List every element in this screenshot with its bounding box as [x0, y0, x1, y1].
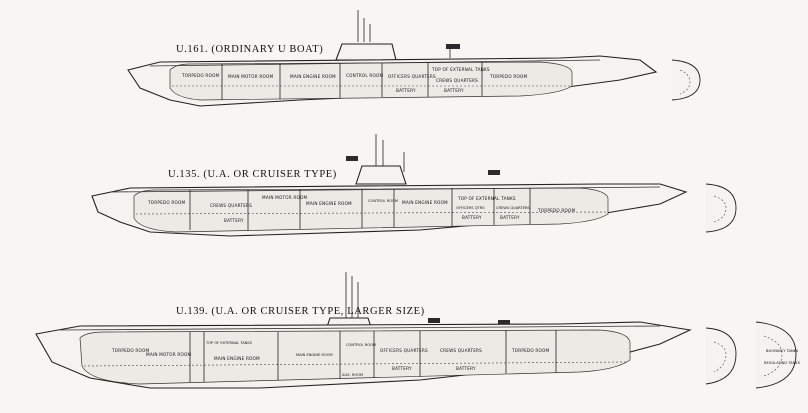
- label-crews-quarters: CREWS QUARTERS: [496, 206, 530, 210]
- label-crews-quarters: CREWS QUARTERS: [210, 203, 252, 208]
- label-torpedo-room: TORPEDO ROOM: [111, 348, 149, 353]
- cross-section: [671, 59, 701, 101]
- label-battery: BATTERY: [224, 218, 244, 223]
- cross-section: [705, 183, 737, 233]
- label-torpedo-room-aft: TORPEDO ROOM: [489, 74, 527, 79]
- label-officers-quarters: OFFICERS QUARTERS: [380, 348, 428, 353]
- label-torpedo-room-aft: TORPEDO ROOM: [511, 348, 549, 353]
- deck-line: [149, 59, 601, 67]
- label-torpedo-room: TORPEDO ROOM: [147, 200, 185, 205]
- pressure-hull: [133, 187, 609, 233]
- label-battery: BATTERY: [392, 366, 412, 371]
- deck-line: [109, 186, 661, 193]
- label-battery: BATTERY: [444, 88, 464, 93]
- deck-gun: [498, 320, 510, 325]
- label-aux-room: AUX. ROOM: [342, 373, 363, 377]
- cross-section-inner: [679, 69, 691, 95]
- label-battery: BATTERY: [462, 215, 482, 220]
- label-torpedo-room: TORPEDO ROOM: [181, 73, 219, 78]
- label-control-room: CONTROL ROOM: [346, 343, 376, 347]
- label-crews-quarters: CREWS QUARTERS: [436, 78, 478, 83]
- deck-line: [59, 325, 661, 331]
- cross-section-inner: [713, 341, 727, 373]
- cross-section-inner: [763, 335, 783, 377]
- label-officers-quarters: OFFICERS QTRS: [456, 206, 485, 210]
- label-regulating-tanks: REGULATING TANKS: [764, 361, 801, 365]
- boat-u135: U.135. (U.A. OR CRUISER TYPE) TORPEDO RO…: [91, 134, 737, 237]
- deck-gun: [446, 44, 460, 49]
- pressure-hull: [169, 61, 573, 101]
- label-main-engine-room: MAIN ENGINE ROOM: [402, 200, 448, 205]
- label-main-motor-room: MAIN MOTOR ROOM: [262, 195, 307, 200]
- conning-tower: [335, 43, 397, 61]
- boat-u139-title: U.139. (U.A. OR CRUISER TYPE, LARGER SIZ…: [176, 306, 425, 317]
- label-battery: BATTERY: [396, 88, 416, 93]
- label-control-room: CONTROL ROOM: [368, 199, 398, 203]
- pressure-hull: [79, 329, 631, 385]
- deck-gun: [346, 156, 358, 161]
- boat-u135-title: U.135. (U.A. OR CRUISER TYPE): [168, 169, 337, 180]
- deck-gun: [428, 318, 440, 323]
- deck-gun: [488, 170, 500, 175]
- label-top-of-external-tanks: TOP OF EXTERNAL TANKS: [431, 67, 490, 72]
- label-main-engine-room: MAIN ENGINE ROOM: [306, 201, 352, 206]
- boat-u161-title: U.161. (ORDINARY U BOAT): [176, 44, 323, 55]
- label-main-engine-room: MAIN ENGINE ROOM: [290, 74, 336, 79]
- conning-tower: [355, 165, 407, 185]
- label-main-engine-room: MAIN ENGINE ROOM: [296, 353, 333, 357]
- label-main-engine-room: MAIN ENGINE ROOM: [214, 356, 260, 361]
- label-crews-quarters: CREWS QUARTERS: [440, 348, 482, 353]
- label-battery: BATTERY: [456, 366, 476, 371]
- label-top-of-external-tanks: TOP OF EXTERNAL TANKS: [457, 196, 516, 201]
- label-main-motor-room: MAIN MOTOR ROOM: [146, 352, 191, 357]
- label-buoyancy-tanks: BUOYANCY TANKS: [766, 349, 799, 353]
- label-control-room: CONTROL ROOM: [346, 73, 383, 78]
- cross-section: [755, 321, 797, 389]
- label-torpedo-room-aft: TORPEDO ROOM: [537, 208, 575, 213]
- boat-u139: U.139. (U.A. OR CRUISER TYPE, LARGER SIZ…: [35, 272, 801, 389]
- label-main-motor-room: MAIN MOTOR ROOM: [228, 74, 273, 79]
- keel-tank-line: [83, 361, 629, 367]
- label-battery: BATTERY: [500, 215, 520, 220]
- boat-u161: U.161. (ORDINARY U BOAT) TORPEDO ROOM MA…: [127, 10, 701, 107]
- label-top-of-external-tanks: TOP OF EXTERNAL TANKS: [205, 341, 253, 345]
- label-officers-quarters: OFFICERS QUARTERS: [388, 74, 436, 79]
- cross-section: [705, 327, 737, 385]
